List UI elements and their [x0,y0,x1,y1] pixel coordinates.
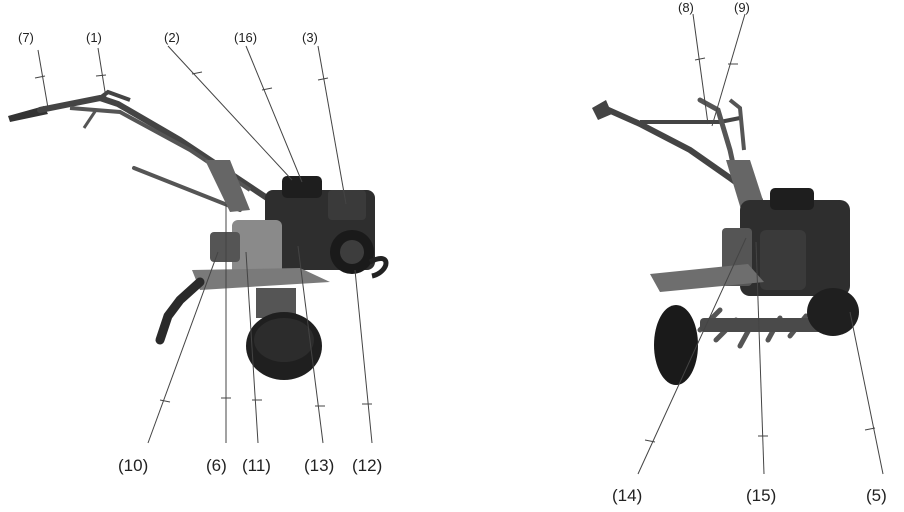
callout-label-14: (14) [612,486,643,505]
callout-label-6: (6) [206,456,227,475]
callout-label-16: (16) [234,30,258,45]
callout-label-7: (7) [18,30,34,45]
callout-label-10: (10) [118,456,149,475]
callout-label-15: (15) [746,486,777,505]
leader-ticks [34,57,876,443]
callout-label-5: (5) [866,486,887,505]
callout-label-2: (2) [164,30,180,45]
callout-label-11: (11) [242,456,271,475]
callout-label-8: (8) [678,0,694,15]
leader-lines [37,13,884,475]
right-tiller [592,97,859,385]
callout-label-3: (3) [302,30,318,45]
callout-label-1: (1) [86,30,102,45]
callout-label-12: (12) [352,456,383,475]
callout-label-13: (13) [304,456,335,475]
left-tiller [8,89,389,380]
callout-label-9: (9) [734,0,750,15]
